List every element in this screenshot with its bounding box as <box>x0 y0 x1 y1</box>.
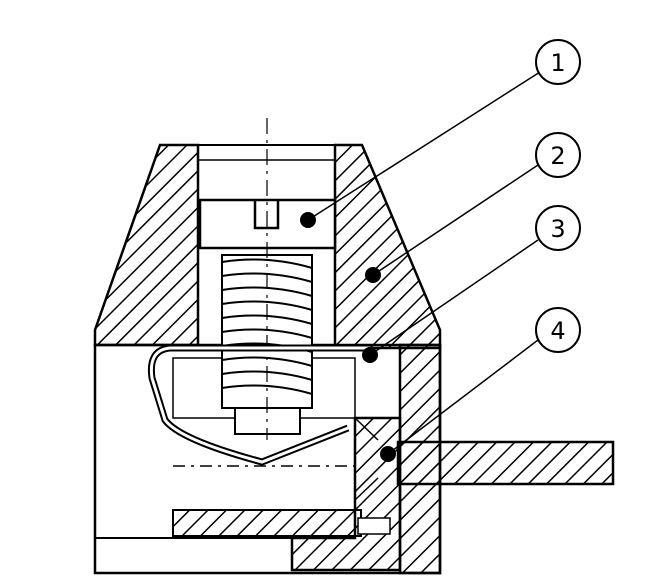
callout-4-label: 4 <box>550 317 565 345</box>
callout-3: 3 <box>535 205 581 251</box>
callout-1: 1 <box>535 39 581 85</box>
callout-3-label: 3 <box>550 215 565 243</box>
conductor-bar <box>380 440 615 486</box>
callout-2-label: 2 <box>550 142 565 170</box>
housing-body <box>93 343 442 575</box>
housing-cap <box>93 143 442 350</box>
callout-4: 4 <box>535 307 581 353</box>
screw <box>198 118 337 440</box>
leader-lines <box>307 71 541 455</box>
callout-1-label: 1 <box>550 49 565 77</box>
callout-2: 2 <box>535 132 581 178</box>
